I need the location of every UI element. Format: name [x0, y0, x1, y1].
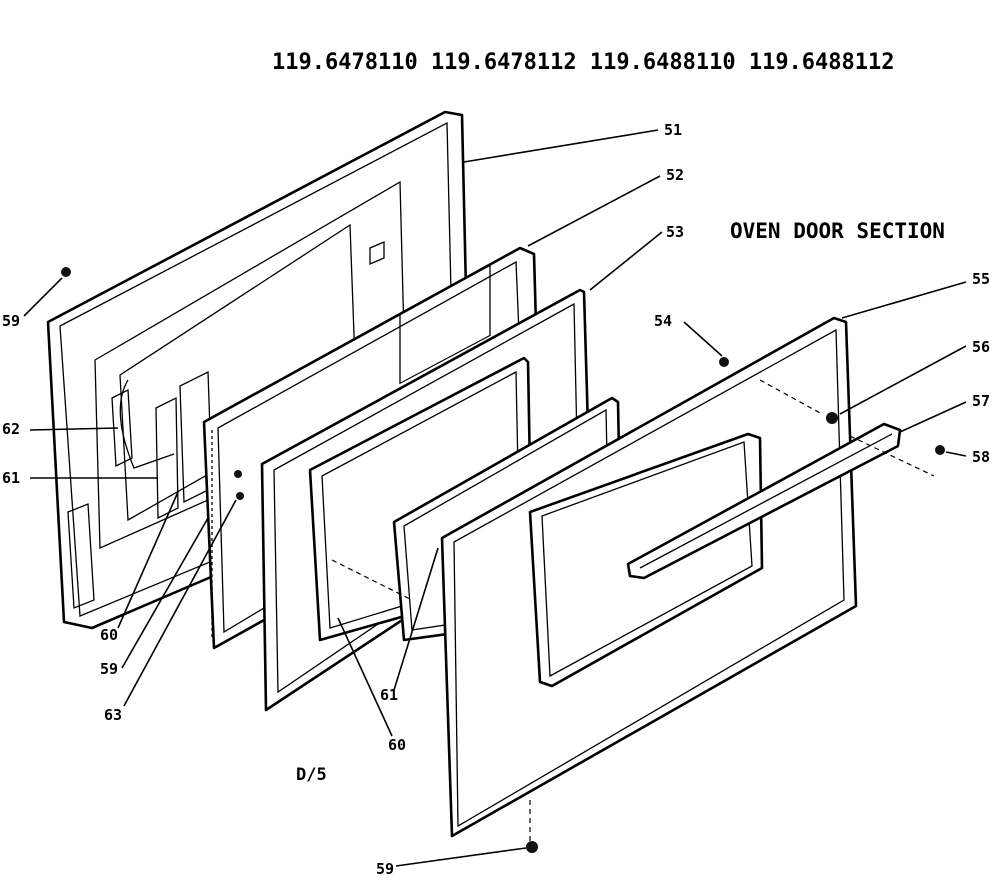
callout-52: 52	[666, 166, 684, 184]
screw-icon	[935, 445, 945, 455]
callout-61-left: 61	[2, 469, 20, 487]
callout-60-right: 60	[388, 736, 406, 754]
callout-62: 62	[2, 420, 20, 438]
screw-icon	[719, 357, 729, 367]
callout-57: 57	[972, 392, 990, 410]
screw-icon	[61, 267, 71, 277]
callout-53: 53	[666, 223, 684, 241]
callout-55: 55	[972, 270, 990, 288]
callout-58: 58	[972, 448, 990, 466]
leader-lines	[23, 129, 967, 867]
assembly-line	[849, 435, 935, 477]
callout-56: 56	[972, 338, 990, 356]
callout-61-right: 61	[380, 686, 398, 704]
callout-51: 51	[664, 121, 682, 139]
callout-59-bottom: 59	[376, 860, 394, 878]
model-numbers: 119.6478110 119.6478112 119.6488110 119.…	[272, 50, 895, 75]
screw-icon	[234, 470, 242, 478]
part-57-handle	[626, 422, 902, 580]
assembly-line	[331, 559, 413, 601]
callout-59-top: 59	[2, 312, 20, 330]
callout-59-middle: 59	[100, 660, 118, 678]
callout-63: 63	[104, 706, 122, 724]
section-title: OVEN DOOR SECTION	[730, 219, 945, 243]
screw-icon	[526, 841, 538, 853]
callout-54: 54	[654, 312, 672, 330]
diagram-code: D/5	[296, 765, 327, 785]
assembly-line	[759, 379, 823, 415]
screw-icon	[236, 492, 244, 500]
washer-icon	[826, 412, 838, 424]
callout-60-left: 60	[100, 626, 118, 644]
